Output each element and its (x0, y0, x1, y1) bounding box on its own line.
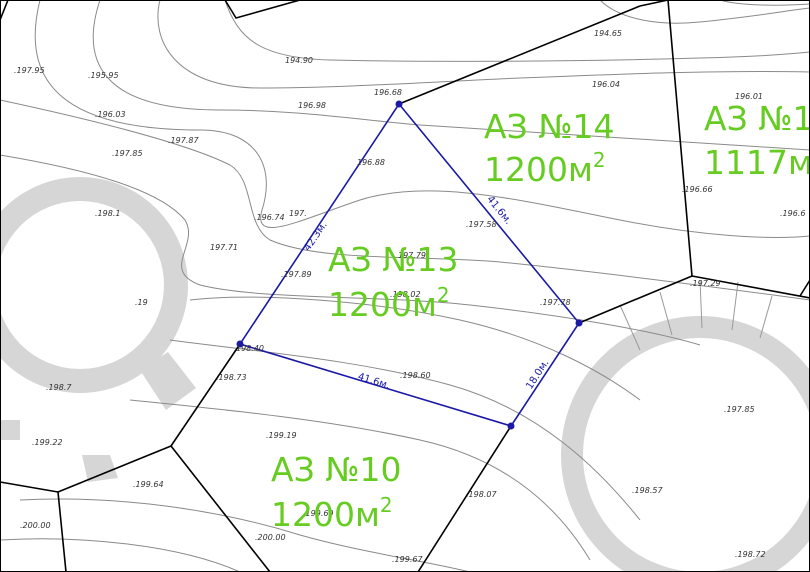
elevation-label: .196.03 (95, 110, 126, 119)
elevation-label: .199.64 (133, 480, 164, 489)
elevation-label: .196.66 (682, 185, 713, 194)
elevation-label: .198.07 (466, 490, 497, 499)
elevation-label: .196.74 (254, 213, 285, 222)
elevation-label: .198.57 (632, 486, 663, 495)
elevation-label: 196.01 (735, 92, 763, 101)
elevation-label: .199.22 (32, 438, 63, 447)
vertex-marker (236, 340, 244, 348)
elevation-label: .197.85 (112, 149, 143, 158)
elevation-label: .198.02 (390, 290, 421, 299)
elevation-label: .197.85 (724, 405, 755, 414)
elevation-label: .198.7 (46, 383, 72, 392)
plot-id: АЗ №10 (271, 450, 402, 489)
plot-area: 1117м2 (704, 141, 810, 182)
elevation-label: .197.78 (540, 298, 571, 307)
elevation-label: 197. (289, 209, 307, 218)
vertex-marker (575, 319, 583, 327)
elevation-label: .19 (135, 298, 148, 307)
elevation-label: .196.6 (780, 209, 805, 218)
elevation-label: .195.95 (88, 71, 119, 80)
plot-area: 1200м2 (328, 283, 450, 324)
elevation-label: .199.69 (303, 509, 334, 518)
dimension-label: 42.3м. (302, 220, 330, 254)
plot-label-13[interactable]: АЗ №13 1200м2 (328, 240, 459, 324)
elevation-label: 196.88 (357, 158, 385, 167)
elevation-label: .200.00 (20, 521, 51, 530)
cul-de-sac-right (561, 316, 810, 572)
elevation-label: 196.68 (374, 88, 402, 97)
plot-id: АЗ №1 (704, 99, 810, 138)
elevation-label: 194.65 (594, 29, 622, 38)
plot-label-10[interactable]: АЗ №10 1200м2 (271, 450, 402, 534)
elevation-labels: 194.65 194.90 .197.95 .195.95 196.68 196… (14, 29, 805, 564)
elevation-label: .197.89 (281, 270, 312, 279)
plot-id: АЗ №14 (484, 107, 615, 146)
elevation-label: .198.72 (735, 550, 766, 559)
elevation-label: .197.58 (466, 220, 497, 229)
cul-de-sac-left (0, 177, 196, 482)
vertex-marker (395, 100, 403, 108)
vertex-marker (507, 422, 515, 430)
elevation-label: 194.90 (285, 56, 313, 65)
elevation-label: 197.79 (398, 251, 426, 260)
elevation-label: .197.95 (14, 66, 45, 75)
plot-13-vertices (236, 100, 583, 430)
elevation-label: .198.60 (400, 371, 431, 380)
plot-area: 1200м2 (271, 493, 393, 534)
radial-lot-lines (619, 279, 773, 351)
elevation-label: 196.04 (592, 80, 620, 89)
elevation-label: .197.29 (690, 279, 721, 288)
elevation-label: .199.67 (392, 555, 423, 564)
elevation-label: 197.71 (210, 243, 238, 252)
elevation-label: .198.73 (216, 373, 247, 382)
elevation-label: 198.40 (236, 344, 264, 353)
plot-id: АЗ №13 (328, 240, 459, 279)
elevation-label: 196.98 (298, 101, 326, 110)
plot-area: 1200м2 (484, 148, 606, 189)
plot-label-14[interactable]: АЗ №14 1200м2 (484, 107, 615, 189)
dimension-label: 41.6м. (356, 372, 391, 392)
elevation-label: .197.87 (168, 136, 199, 145)
plot-label-1[interactable]: АЗ №1 1117м2 (704, 99, 810, 182)
elevation-label: .198.1 (95, 209, 120, 218)
elevation-label: .200.00 (255, 533, 286, 542)
elevation-label: .199.19 (266, 431, 297, 440)
